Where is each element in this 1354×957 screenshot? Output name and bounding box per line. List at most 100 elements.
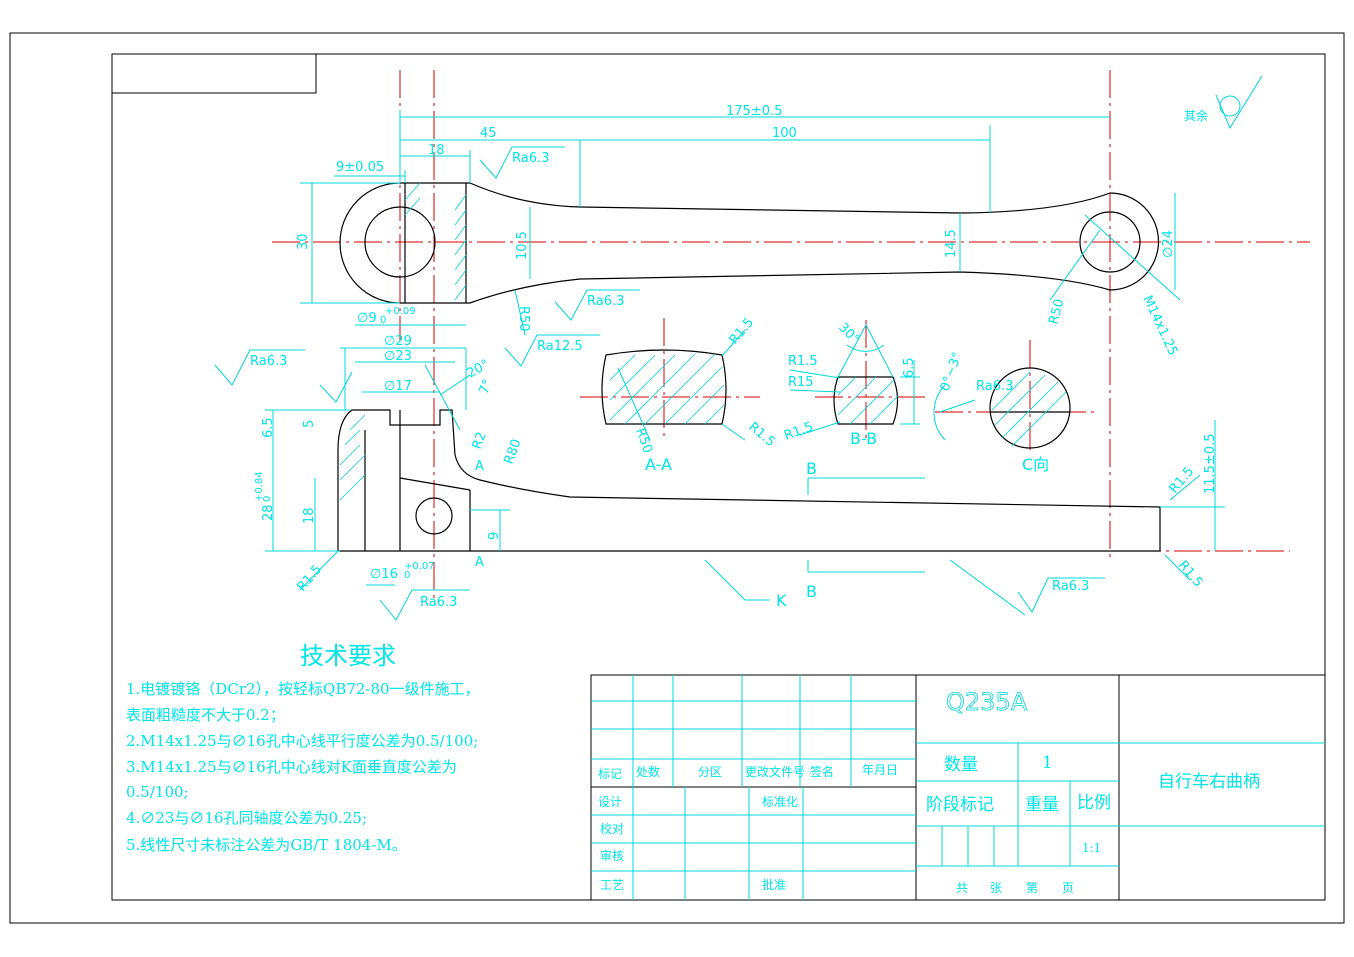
label-k: K [776,591,787,610]
technical-notes: 技术要求 1.电镀镀铬（DCr2），按轻标QB72-80一级件施工， 表面粗糙度… [126,642,480,854]
dim-r50-right: R50 [1046,297,1067,326]
dim-9: 9±0.05 [336,160,384,175]
dim-dia9-tol-lo: 0 [380,315,386,326]
dim-r1-5-front-b: R1.5 [1167,464,1198,496]
dim-28: 28 [261,504,276,521]
label-a-top: A [475,459,484,474]
role-standard: 标准化 [762,795,798,809]
rev-count: 处数 [636,764,660,779]
rev-sign: 签名 [810,764,834,779]
dim-45: 45 [480,126,497,141]
label-a-bottom: A [475,555,484,570]
dim-30: 30 [296,233,311,250]
label-b-bottom: B [806,582,817,601]
dim-dia29: ∅29 [384,334,412,349]
front-view: ∅29 ∅23 ∅17 ∅16 +0.07 0 20° 7° R2 R80 6.… [254,334,1290,621]
title-block: Q235A 自行车右曲柄 数量 1 阶段标记 重量 比例 1:1 共 张 第 页… [590,674,1326,901]
dim-ang7: 7° [477,377,496,396]
note-3b: 0.5/100; [126,783,189,801]
note-2: 2.M14x1.25与∅16孔中心线平行度公差为0.5/100; [126,732,478,750]
role-design: 设计 [598,795,622,809]
ra-top-2: Ra6.3 [587,294,624,309]
material: Q235A [946,688,1028,716]
rev-mark: 标记 [598,767,622,781]
ra-front-1: Ra6.3 [420,595,457,610]
ra-top-1: Ra6.3 [512,151,549,166]
general-roughness-symbol [1215,75,1263,130]
dim-6-5: 6.5 [261,417,276,438]
dim-28-tol: +0.84 [254,471,265,502]
ra-c: Ra6.3 [976,379,1013,394]
role-check: 校对 [600,821,624,836]
dim-c-ang: 0°~3° [938,350,966,393]
rev-date: 年月日 [862,763,898,777]
part-name: 自行车右曲柄 [1158,772,1260,792]
dim-18-front: 18 [302,507,317,524]
dim-thread: M14x1.25 [1139,293,1180,358]
dim-r80: R80 [502,437,525,466]
pedal-hole [364,206,436,278]
dim-9-front: 9 [487,532,502,540]
crank-top-outline [339,182,1160,304]
role-process: 工艺 [600,878,624,892]
sheet-total-label: 共 [956,881,968,895]
dim-r2: R2 [470,430,490,451]
dim-r1-5-front-a: R1.5 [295,562,326,594]
note-3: 3.M14x1.25与∅16孔中心线对K面垂直度公差为 [126,758,457,776]
note-4: 4.∅23与∅16孔同轴度公差为0.25; [126,809,367,827]
dim-bb-ang30: 30° [835,320,862,347]
dim-bb-6-5: 6.5 [902,357,917,378]
dim-5: 5 [302,420,317,428]
view-c: 0°~3° Ra6.3 C向 [933,340,1095,474]
scale-label: 比例 [1077,793,1111,813]
notes-heading: 技术要求 [300,642,396,670]
role-review: 审核 [600,848,624,863]
weight-label: 重量 [1025,795,1059,815]
dim-18: 18 [428,143,445,158]
section-aa: R1.5 R1.5 R50 A-A [580,315,778,474]
dim-dia23: ∅23 [384,349,412,364]
dim-100: 100 [772,126,797,141]
sheet-no-label: 第 [1026,881,1038,895]
outer-border [9,32,1345,924]
dim-14-5: 14.5 [944,229,959,258]
top-view: 175±0.5 45 100 18 9±0.05 30 10.5 14.5 ∅2… [214,70,1310,600]
dim-ang20: 20° [465,357,492,382]
general-roughness-text: 其余 [1184,108,1208,123]
dim-dia17: ∅17 [384,379,412,394]
role-approve: 批准 [762,877,786,892]
dim-dia16-tol: +0.07 [404,561,435,572]
section-bb: 30° 6.5 R1.5 R15 R1.5 B-B [782,320,930,448]
label-aa: A-A [645,455,672,474]
code-box [111,53,317,94]
dim-aa-r1-5b: R1.5 [745,420,777,451]
sheet-page-label: 页 [1062,881,1074,895]
dim-r50-left: R50 [516,306,531,332]
dim-10-5: 10.5 [515,231,530,260]
dim-dia24: ∅24 [1161,230,1176,258]
ra-top-3: Ra12.5 [537,339,583,354]
crank-front-outline [337,409,1161,552]
dim-bb-r15: R15 [788,375,814,390]
rev-doc: 更改文件号 [745,764,805,779]
dim-bb-r1-5b: R1.5 [782,419,815,443]
rev-zone: 分区 [698,765,722,779]
dim-dia16-tol-lo: 0 [404,570,410,581]
dim-dia16: ∅16 [370,567,398,582]
dim-aa-r1-5a: R1.5 [727,315,758,347]
ra-left: Ra6.3 [250,354,287,369]
dim-11-5: 11.5±0.5 [1203,433,1218,494]
label-c: C向 [1022,455,1049,474]
note-1b: 表面粗糙度不大于0.2； [126,706,285,724]
dim-r1-5-front-c: R1.5 [1175,558,1206,590]
thread-hole [1079,211,1141,273]
dim-dia9-tol: +0.09 [385,306,416,317]
dim-28-tol-lo: 0 [262,496,273,502]
dim-bb-r1-5a: R1.5 [788,354,818,369]
note-5: 5.线性尺寸未标注公差为GB/T 1804-M。 [126,836,407,854]
scale-value: 1:1 [1082,841,1101,855]
label-bb: B-B [850,429,877,448]
dim-dia9: ∅9 [357,311,377,326]
dim-175: 175±0.5 [726,104,782,119]
